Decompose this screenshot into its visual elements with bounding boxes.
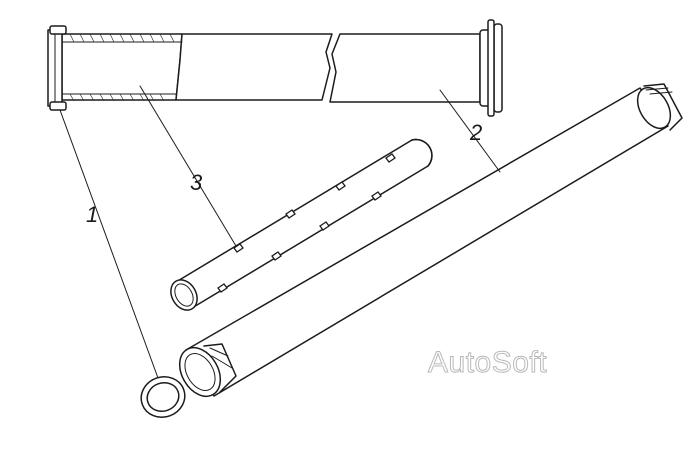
perforation-holes <box>217 153 396 293</box>
leader-lines <box>59 85 501 379</box>
ring-seal <box>140 376 186 418</box>
watermark: AutoSoft <box>428 346 547 379</box>
outer-tube <box>178 83 683 397</box>
callout-3: 3 <box>190 170 203 195</box>
callout-2: 2 <box>469 120 482 145</box>
sectioned-tube-assembly <box>47 19 503 117</box>
callout-1: 1 <box>86 202 98 227</box>
perforated-inner-tube <box>170 138 433 311</box>
